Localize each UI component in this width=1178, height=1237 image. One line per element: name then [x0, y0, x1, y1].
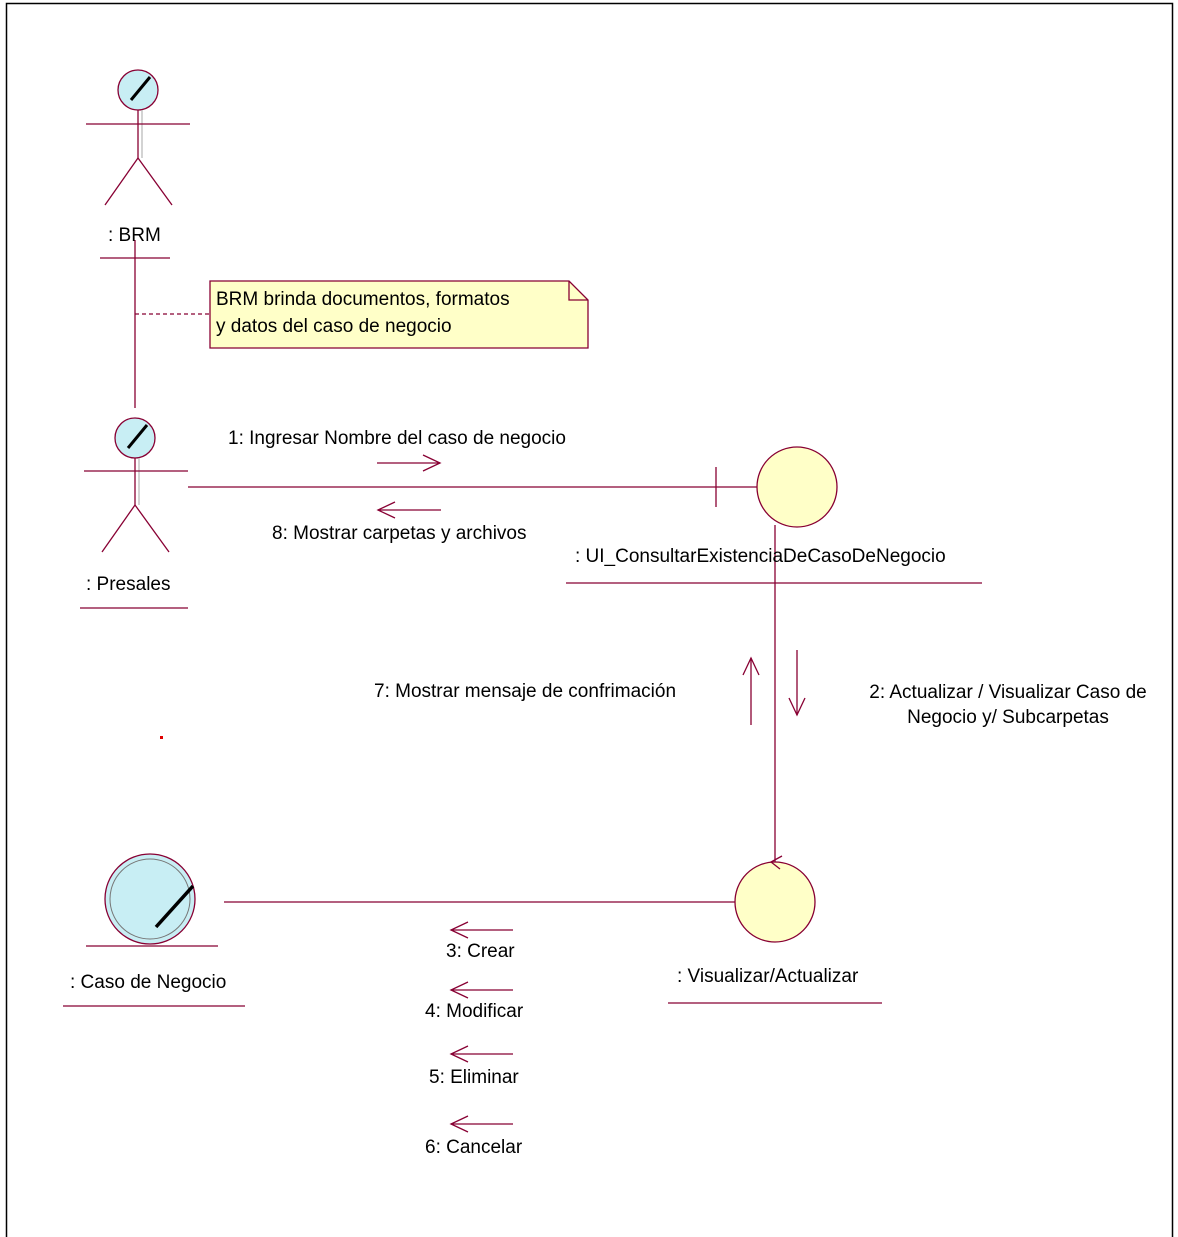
control-icon[interactable]: [734, 855, 816, 943]
message-3-label: 3: Crear: [446, 941, 515, 962]
message-5-label: 5: Eliminar: [429, 1067, 519, 1088]
arrow-m6-left: [449, 1115, 513, 1133]
message-8-label: 8: Mostrar carpetas y archivos: [272, 523, 527, 544]
arrow-m1-right: [377, 454, 442, 472]
arrow-m2-down: [788, 650, 806, 717]
ui-boundary-icon[interactable]: [715, 446, 838, 528]
message-4-label: 4: Modificar: [425, 1001, 524, 1022]
presales-actor-icon[interactable]: [84, 417, 188, 553]
arrow-m8-left: [376, 501, 441, 519]
arrow-m5-left: [449, 1045, 513, 1063]
message-7-label: 7: Mostrar mensaje de confrimación: [374, 681, 677, 702]
message-2-line-2: Negocio y/ Subcarpetas: [907, 707, 1109, 728]
entity-label: : Caso de Negocio: [70, 972, 227, 993]
entity-icon[interactable]: [86, 853, 218, 947]
message-6-label: 6: Cancelar: [425, 1137, 523, 1158]
ui-label: : UI_ConsultarExistenciaDeCasoDeNegocio: [575, 546, 946, 567]
note-text: BRM brinda documentos, formatos y datos …: [216, 286, 510, 340]
arrow-m4-left: [449, 981, 513, 999]
arrow-m3-left: [449, 921, 513, 939]
control-label: : Visualizar/Actualizar: [677, 966, 859, 987]
diagram-frame: [5, 2, 1174, 1237]
message-1-label: 1: Ingresar Nombre del caso de negocio: [228, 428, 566, 449]
note-line-1: BRM brinda documentos, formatos: [216, 289, 510, 310]
presales-label: : Presales: [86, 574, 171, 595]
stray-dot: [160, 736, 163, 739]
note-shape: [209, 280, 589, 349]
arrow-m7-up: [742, 656, 760, 725]
brm-label: : BRM: [108, 225, 161, 246]
brm-actor-icon[interactable]: [86, 69, 190, 206]
note-line-2: y datos del caso de negocio: [216, 316, 452, 337]
message-2-line-1: 2: Actualizar / Visualizar Caso de: [869, 682, 1147, 703]
message-2-label: 2: Actualizar / Visualizar Caso de Negoc…: [848, 680, 1168, 730]
